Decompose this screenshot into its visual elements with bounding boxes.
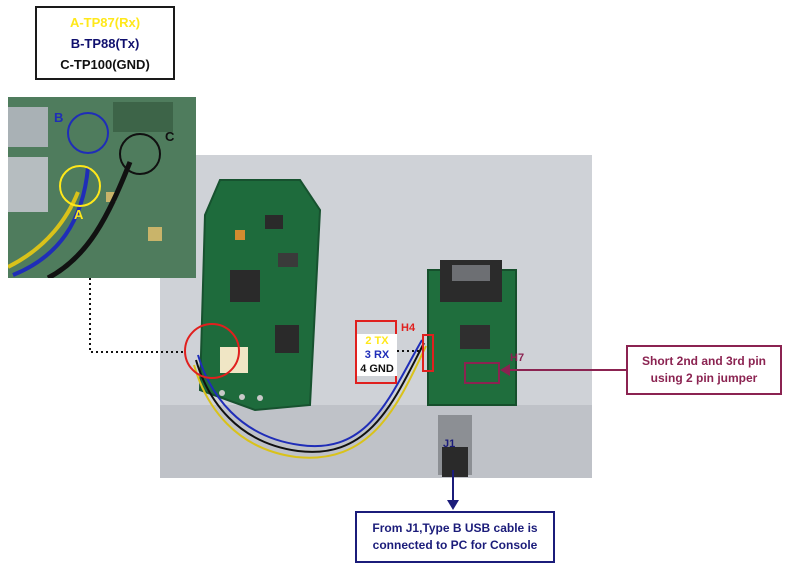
header-h4-label: H4 <box>401 322 416 334</box>
legend-line-c: C-TP100(GND) <box>60 57 150 72</box>
pin-labels: 2 TX 3 RX 4 GND <box>357 334 397 376</box>
pin-legend: A-TP87(Rx) B-TP88(Tx) C-TP100(GND) <box>35 6 175 80</box>
connector-j1-label: J1 <box>443 438 456 450</box>
main-photo <box>160 155 592 478</box>
inset-marker-a: A <box>74 207 84 222</box>
adapter-board <box>427 260 517 477</box>
header-h7-label: H7 <box>510 352 525 364</box>
pin-gnd-label: 4 GND <box>360 363 394 375</box>
target-connection-circle <box>184 323 240 379</box>
pin-rx-label: 3 RX <box>364 349 390 361</box>
inset-circle-c <box>119 133 161 175</box>
target-board <box>198 179 322 412</box>
inset-photo-drawing <box>8 97 196 278</box>
inset-circle-b <box>67 112 109 154</box>
h7-header-box <box>464 362 500 384</box>
jumper-arrowhead <box>500 364 510 376</box>
h4-header-box <box>422 334 434 372</box>
jumper-callout: Short 2nd and 3rd pin using 2 pin jumper <box>626 345 782 395</box>
pin-tx-label: 2 TX <box>365 335 389 347</box>
legend-line-b: B-TP88(Tx) <box>70 36 140 51</box>
usb-arrowhead <box>447 500 459 510</box>
inset-marker-b: B <box>54 110 64 125</box>
main-photo-drawing <box>160 155 592 478</box>
inset-marker-c: C <box>165 129 175 144</box>
inset-circle-a <box>59 165 101 207</box>
inset-to-board-connector <box>89 278 186 353</box>
usb-callout: From J1,Type B USB cable is connected to… <box>355 511 555 563</box>
uart-wires <box>193 339 427 459</box>
legend-line-a: A-TP87(Rx) <box>69 15 141 30</box>
inset-photo: B C A <box>8 97 196 278</box>
